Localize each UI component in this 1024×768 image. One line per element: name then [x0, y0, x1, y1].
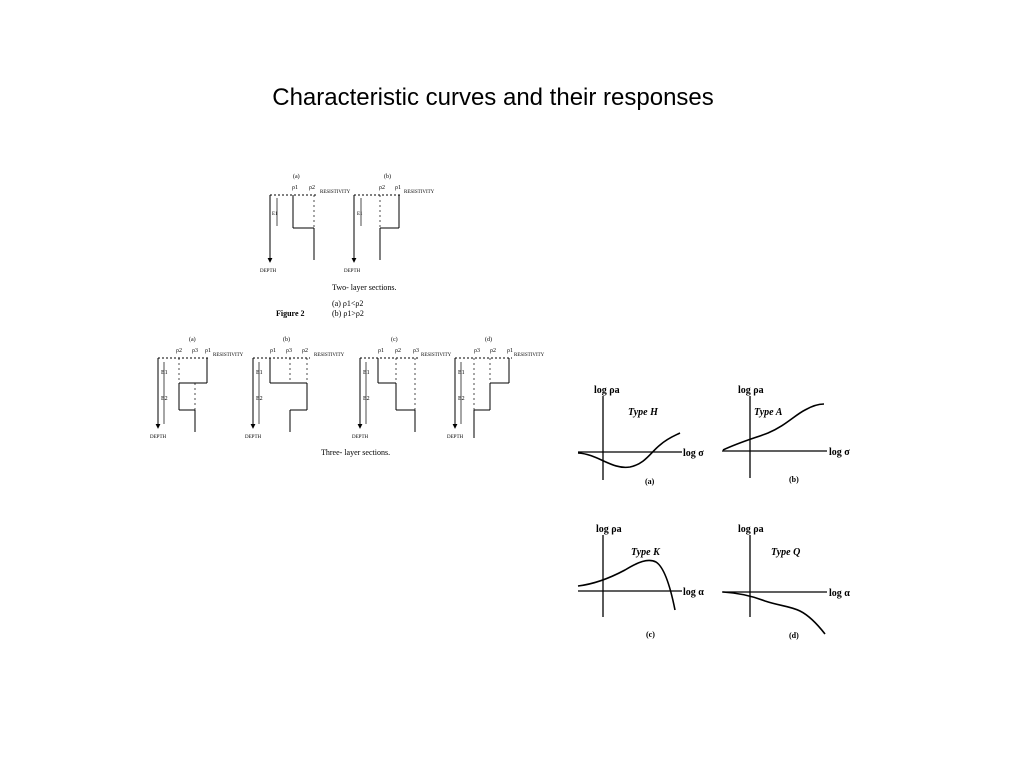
figure-label: Figure 2: [276, 309, 305, 318]
resistivity-label: RESISTIVITY: [514, 353, 545, 358]
depth-label: DEPTH: [260, 269, 277, 274]
three-layer-caption: Three- layer sections.: [321, 448, 390, 457]
panel-label: (a): [293, 173, 300, 180]
rho-label: ρ1: [378, 348, 384, 354]
curves-figure: log ρa log σ Type H (a) log ρa log σ Typ…: [577, 385, 850, 640]
rho-label: ρ1: [292, 185, 298, 191]
curve-panel-a: log ρa log σ Type H (a): [577, 385, 704, 486]
panel-sublabel: (b): [789, 475, 799, 484]
type-q-curve: [722, 591, 826, 635]
e1-label: E1: [256, 370, 263, 376]
resistivity-label: RESISTIVITY: [213, 353, 244, 358]
rho-label: ρ2: [379, 185, 385, 191]
resistivity-label: RESISTIVITY: [421, 353, 452, 358]
panel-label: (d): [485, 336, 492, 343]
depth-label: DEPTH: [447, 435, 464, 440]
x-axis-label: log α: [829, 588, 850, 599]
rho-label: ρ3: [413, 348, 419, 354]
e2-label: E2: [363, 396, 370, 402]
e1-label: E1: [458, 370, 465, 376]
depth-label: DEPTH: [245, 435, 262, 440]
e1-label: E1: [363, 370, 370, 376]
condition-b: (b) ρ1>ρ2: [332, 309, 364, 318]
y-axis-label: log ρa: [596, 524, 622, 535]
rho-label: ρ1: [507, 348, 513, 354]
rho-label: ρ2: [302, 348, 308, 354]
rho-label: ρ1: [395, 185, 401, 191]
e2-label: E2: [161, 396, 168, 402]
three-layer-panel-c: (c) ρ1 ρ2 ρ3 RESISTIVITY DEPTH E1 E2: [352, 336, 452, 440]
depth-label: DEPTH: [344, 269, 361, 274]
condition-a: (a) ρ1<ρ2: [332, 299, 363, 308]
y-axis-label: log ρa: [738, 524, 764, 535]
panel-sublabel: (a): [645, 477, 655, 486]
depth-label: DEPTH: [352, 435, 369, 440]
two-layer-caption: Two- layer sections.: [332, 283, 397, 292]
rho-label: ρ2: [395, 348, 401, 354]
panel-label: (b): [384, 173, 391, 180]
type-label: Type H: [628, 407, 659, 418]
curve-panel-d: log ρa log α Type Q (d): [722, 524, 850, 640]
x-axis-label: log σ: [829, 447, 850, 458]
type-label: Type A: [754, 407, 783, 418]
slide-title: Characteristic curves and their response…: [0, 84, 1024, 112]
three-layer-figure: (a) ρ2 ρ3 ρ1 RESISTIVITY DEPTH E1 E2 (b)…: [150, 336, 545, 457]
e1-label: E1: [357, 212, 363, 217]
rho-label: ρ1: [270, 348, 276, 354]
y-axis-label: log ρa: [594, 385, 620, 396]
two-layer-panel-b: (b) ρ2 ρ1 RESISTIVITY DEPTH E1: [344, 173, 435, 274]
e1-label: E1: [161, 370, 168, 376]
type-label: Type K: [631, 547, 661, 558]
y-axis-label: log ρa: [738, 385, 764, 396]
rho-label: ρ3: [192, 348, 198, 354]
rho-label: ρ1: [205, 348, 211, 354]
curve-panel-c: log ρa log α Type K (c): [577, 524, 704, 639]
resistivity-label: RESISTIVITY: [314, 353, 345, 358]
e2-label: E2: [458, 396, 465, 402]
two-layer-figure: (a) ρ1 ρ2 RESISTIVITY DEPTH E1 (b) ρ2 ρ1…: [260, 173, 435, 318]
type-k-curve: [577, 559, 676, 611]
panel-label: (c): [391, 336, 398, 343]
rho-label: ρ2: [309, 185, 315, 191]
three-layer-panel-a: (a) ρ2 ρ3 ρ1 RESISTIVITY DEPTH E1 E2: [150, 336, 244, 440]
curve-panel-b: log ρa log σ Type A (b): [722, 385, 850, 484]
x-axis-label: log α: [683, 587, 704, 598]
rho-label: ρ2: [490, 348, 496, 354]
three-layer-panel-b: (b) ρ1 ρ3 ρ2 RESISTIVITY DEPTH E1 E2: [245, 336, 345, 440]
rho-label: ρ2: [176, 348, 182, 354]
type-a-curve: [722, 403, 825, 451]
type-h-curve: [577, 432, 681, 469]
x-axis-label: log σ: [683, 448, 704, 459]
panel-sublabel: (d): [789, 631, 799, 640]
e1-label: E1: [272, 212, 278, 217]
type-label: Type Q: [771, 547, 800, 558]
panel-label: (a): [189, 336, 196, 343]
e2-label: E2: [256, 396, 263, 402]
resistivity-label: RESISTIVITY: [320, 190, 351, 195]
rho-label: ρ3: [286, 348, 292, 354]
slide-title-text: Characteristic curves and their response…: [272, 84, 714, 111]
panel-label: (b): [283, 336, 290, 343]
three-layer-panel-d: (d) ρ3 ρ2 ρ1 RESISTIVITY DEPTH E1 E2: [447, 336, 545, 440]
rho-label: ρ3: [474, 348, 480, 354]
resistivity-label: RESISTIVITY: [404, 190, 435, 195]
panel-sublabel: (c): [646, 630, 655, 639]
depth-label: DEPTH: [150, 435, 167, 440]
two-layer-panel-a: (a) ρ1 ρ2 RESISTIVITY DEPTH E1: [260, 173, 351, 274]
